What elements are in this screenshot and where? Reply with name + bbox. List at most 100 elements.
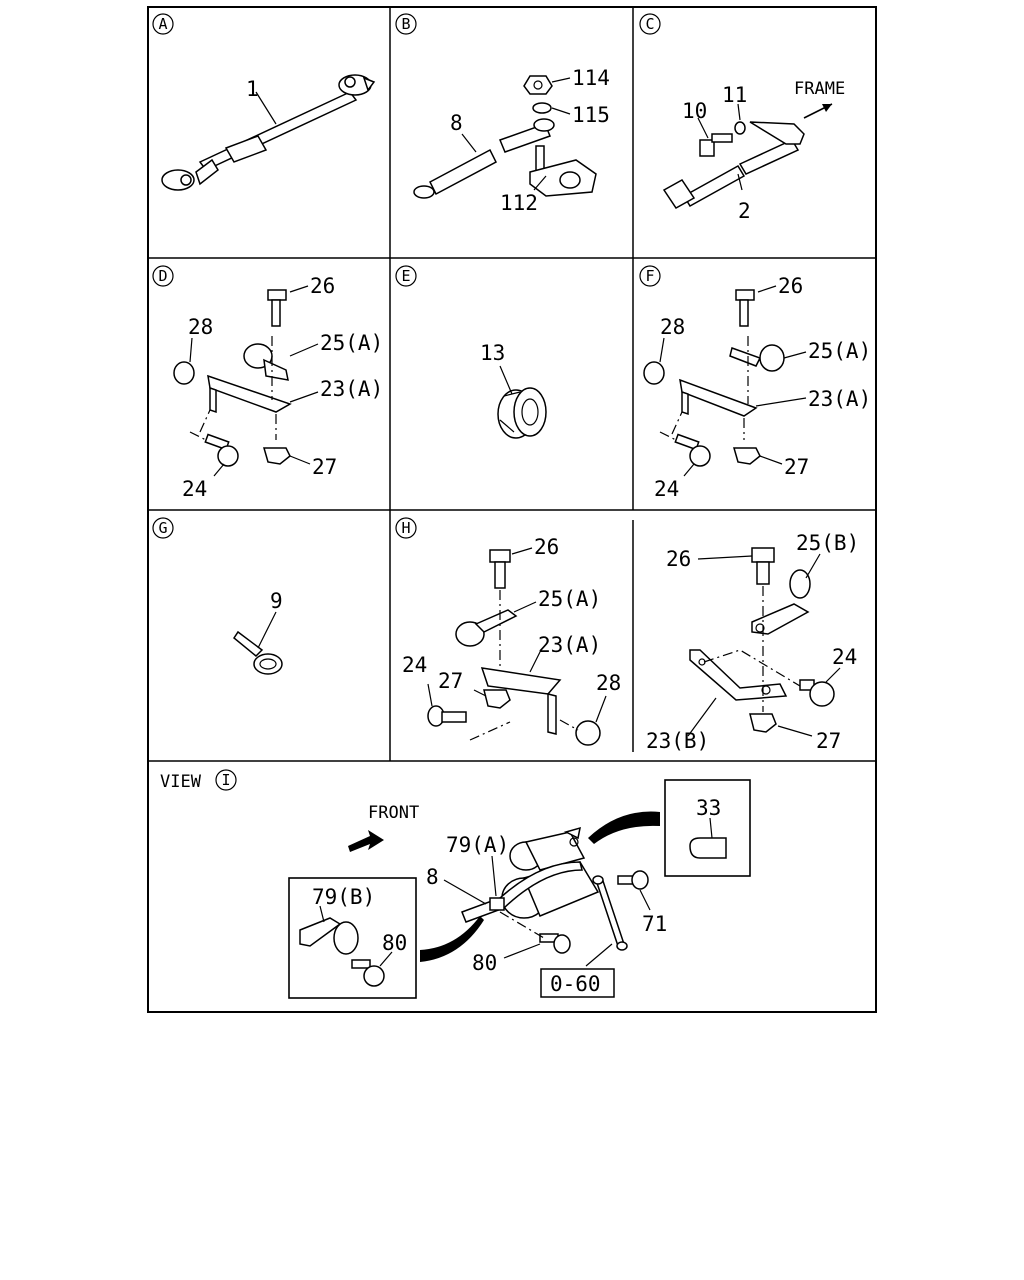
label-j-26: 26 <box>666 547 691 571</box>
label-d-25a: 25(A) <box>320 331 383 355</box>
label-h-28: 28 <box>596 671 621 695</box>
panel-g-badge: G <box>152 517 174 539</box>
label-view-80-detail: 80 <box>382 931 407 955</box>
frame-cable-drawing <box>662 121 805 209</box>
panel-c: C 10 11 FRAME 2 <box>639 13 845 223</box>
bracket-23a <box>207 374 292 413</box>
panel-c-letter: C <box>645 15 654 33</box>
nut-27 <box>263 447 291 465</box>
label-g-9: 9 <box>270 589 283 613</box>
nut-28 <box>643 361 665 385</box>
terminal-112 <box>529 145 597 197</box>
panel-b-badge: B <box>395 13 417 35</box>
label-e-13: 13 <box>480 341 505 365</box>
panel-f-badge: F <box>639 265 661 287</box>
panel-e-badge: E <box>395 265 417 287</box>
label-f-24: 24 <box>654 477 679 501</box>
nut-114 <box>523 75 553 95</box>
view-letter: I <box>221 771 230 789</box>
label-c-frame: FRAME <box>794 79 845 99</box>
cable-tie-9 <box>232 630 283 675</box>
label-d-23a: 23(A) <box>320 377 383 401</box>
washer-115 <box>532 102 552 114</box>
label-h-24: 24 <box>402 653 427 677</box>
washer-11 <box>734 121 746 135</box>
view-badge: I <box>215 769 237 791</box>
label-view-79b: 79(B) <box>312 885 375 909</box>
bolt-24 <box>427 705 467 727</box>
label-b-115: 115 <box>572 103 610 127</box>
panel-f: F 26 28 25(A) 23(A) 24 27 <box>639 265 871 501</box>
panel-g-letter: G <box>158 519 167 537</box>
label-f-23a: 23(A) <box>808 387 871 411</box>
bolt-80 <box>539 933 571 954</box>
label-j-23b: 23(B) <box>646 729 709 753</box>
label-view-ref: 0-60 <box>550 972 601 996</box>
bolt-26 <box>489 549 511 589</box>
label-view-33: 33 <box>696 796 721 820</box>
label-h-27: 27 <box>438 669 463 693</box>
bolt-26 <box>267 289 287 327</box>
nut-27 <box>749 713 777 733</box>
panel-f-letter: F <box>645 267 654 285</box>
label-view-79a: 79(A) <box>446 833 509 857</box>
panel-a: A 1 <box>152 13 376 191</box>
panel-a-letter: A <box>158 15 167 33</box>
label-b-112: 112 <box>500 191 538 215</box>
label-j-24: 24 <box>832 645 857 669</box>
panel-e-letter: E <box>401 267 410 285</box>
panel-d-badge: D <box>152 265 174 287</box>
label-f-26: 26 <box>778 274 803 298</box>
bracket-23a <box>679 378 758 417</box>
label-j-25b: 25(B) <box>796 531 859 555</box>
panel-g: G 9 <box>152 517 283 675</box>
label-h-26: 26 <box>534 535 559 559</box>
panel-h-badge: H <box>395 517 417 539</box>
bolt-80 <box>351 959 385 987</box>
bolt-24 <box>674 433 711 467</box>
detail-box-33: 33 <box>664 779 751 877</box>
bracket-25b <box>751 569 811 635</box>
panel-view-i: VIEW I FRONT 33 <box>160 769 751 999</box>
view-title: VIEW <box>160 772 202 792</box>
label-c-2: 2 <box>738 199 751 223</box>
grommet-13 <box>497 387 547 439</box>
callout-arrow-79b <box>420 916 484 962</box>
label-d-26: 26 <box>310 274 335 298</box>
nut-27 <box>733 447 761 465</box>
panel-b: B 114 115 8 112 <box>395 13 610 215</box>
clip-25a <box>729 344 785 372</box>
front-label: FRONT <box>368 803 419 823</box>
clip-25a <box>455 609 518 647</box>
label-f-28: 28 <box>660 315 685 339</box>
label-view-80: 80 <box>472 951 497 975</box>
front-arrow <box>348 830 384 852</box>
detail-box-79b: 79(B) 80 <box>288 877 417 999</box>
panel-grid <box>147 6 877 1013</box>
panel-j: 26 25(B) 24 23(B) 27 <box>646 531 859 753</box>
panel-a-badge: A <box>152 13 174 35</box>
label-view-71: 71 <box>642 912 667 936</box>
cable-0-60 <box>592 875 628 951</box>
label-f-27: 27 <box>784 455 809 479</box>
label-b-8: 8 <box>450 111 463 135</box>
nut-28 <box>173 361 195 385</box>
label-h-25a: 25(A) <box>538 587 601 611</box>
label-c-10: 10 <box>682 99 707 123</box>
bolt-10 <box>699 133 733 157</box>
clip-79a <box>489 897 505 911</box>
battery-cable-drawing <box>161 74 376 191</box>
nut-28 <box>575 720 601 746</box>
panel-h-letter: H <box>401 519 410 537</box>
panel-d-letter: D <box>158 267 167 285</box>
callout-arrow-33 <box>588 811 660 844</box>
label-d-27: 27 <box>312 455 337 479</box>
bolt-24 <box>204 433 239 467</box>
ref-box <box>540 968 615 998</box>
nut-27 <box>483 689 511 709</box>
label-j-27: 27 <box>816 729 841 753</box>
clip-25a <box>243 343 289 381</box>
bolt-26 <box>751 547 775 585</box>
panel-h: H 26 25(A) 23(A) 24 27 28 <box>395 517 621 746</box>
